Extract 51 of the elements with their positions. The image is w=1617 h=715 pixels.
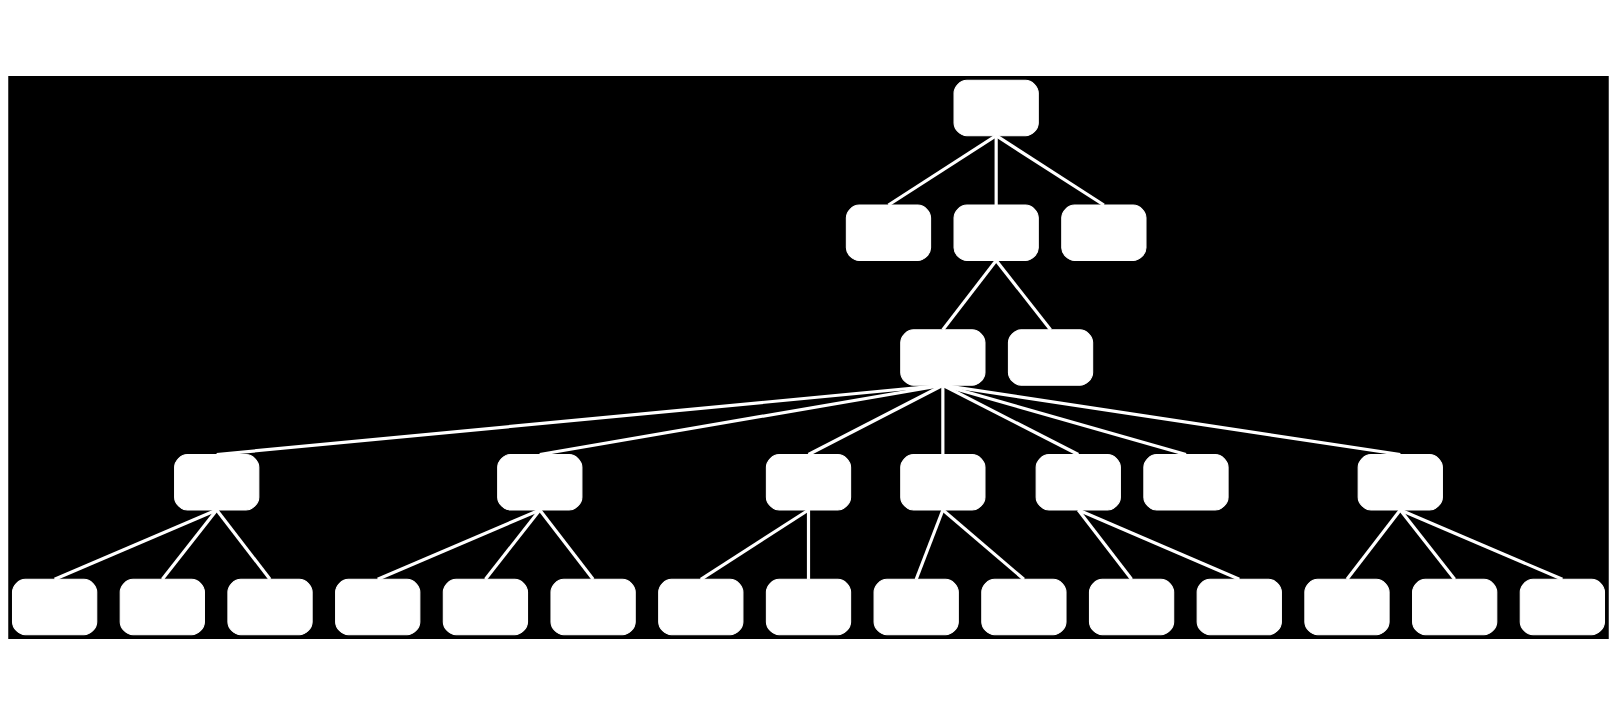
- connector: [941, 259, 998, 331]
- node-box: [953, 204, 1039, 261]
- node-box: [1088, 578, 1175, 636]
- node-box: [12, 578, 98, 636]
- connector: [484, 509, 542, 581]
- connector: [914, 509, 945, 580]
- node-box: [1196, 578, 1282, 636]
- node-box: [227, 578, 313, 636]
- node-box: [845, 204, 932, 261]
- connector: [1345, 509, 1402, 581]
- connector: [538, 509, 595, 581]
- node-box: [765, 578, 852, 636]
- node-box: [442, 578, 529, 636]
- node-box: [1304, 578, 1390, 636]
- node-box: [900, 329, 986, 386]
- connector: [161, 509, 218, 581]
- connector: [994, 259, 1052, 331]
- connector: [941, 385, 945, 455]
- connector: [995, 134, 1105, 207]
- connector: [377, 508, 541, 581]
- node-box: [953, 79, 1039, 137]
- connector: [887, 134, 998, 207]
- node-box: [119, 578, 205, 636]
- node-box: [765, 454, 852, 511]
- connector: [1077, 508, 1240, 581]
- node-box: [335, 578, 421, 636]
- connector: [1077, 509, 1133, 581]
- node-box: [900, 454, 986, 511]
- connector: [54, 508, 218, 581]
- connector: [216, 383, 943, 457]
- connector: [1399, 508, 1563, 581]
- connector: [941, 508, 1025, 581]
- node-box: [1357, 454, 1443, 511]
- node-box: [550, 578, 636, 636]
- connector: [1399, 509, 1456, 581]
- connector: [994, 135, 998, 205]
- node-box: [1143, 454, 1229, 511]
- node-box: [1061, 204, 1147, 261]
- connector: [699, 508, 810, 581]
- connector: [806, 510, 811, 580]
- node-box: [1007, 329, 1094, 386]
- node-box: [981, 578, 1067, 636]
- node-box: [873, 578, 959, 636]
- node-box: [174, 454, 260, 511]
- node-box: [1519, 578, 1605, 636]
- connector: [942, 383, 1401, 457]
- connector: [215, 509, 272, 581]
- node-box: [658, 578, 744, 636]
- node-box: [497, 454, 583, 511]
- node-box: [1412, 578, 1498, 636]
- node-box: [1035, 454, 1121, 511]
